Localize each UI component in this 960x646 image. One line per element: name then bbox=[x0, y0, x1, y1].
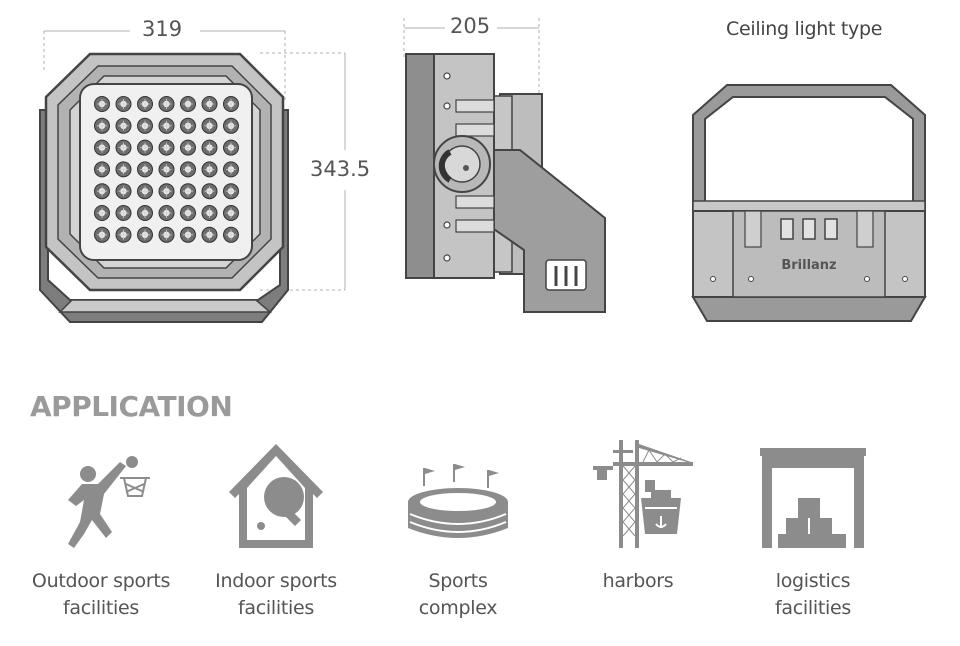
depth-dimension: 205 bbox=[446, 14, 495, 38]
warehouse-icon bbox=[760, 448, 866, 548]
ceiling-bracket bbox=[692, 84, 926, 214]
width-dimension: 319 bbox=[138, 17, 187, 41]
app-label-line2: facilities bbox=[238, 597, 314, 619]
app-label-line1: harbors bbox=[602, 570, 674, 592]
app-label-line1: Outdoor sports bbox=[31, 570, 171, 592]
stadium-icon bbox=[408, 464, 508, 538]
app-label-line2: facilities bbox=[775, 597, 851, 619]
app-label-line2: facilities bbox=[63, 597, 139, 619]
app-label-line1: logistics bbox=[775, 570, 851, 592]
ceiling-view-drawing: Brillanz bbox=[691, 84, 927, 322]
app-item-logistics: logistics facilities bbox=[728, 440, 898, 622]
height-dimension: 343.5 bbox=[306, 157, 375, 181]
table-tennis-icon bbox=[229, 444, 323, 548]
app-item-indoor-sports: Indoor sports facilities bbox=[191, 440, 361, 622]
app-item-outdoor-sports: Outdoor sports facilities bbox=[16, 440, 186, 622]
front-bracket bbox=[39, 109, 289, 323]
app-label-line1: Sports bbox=[428, 570, 488, 592]
led-array bbox=[94, 96, 239, 243]
brand-logo: Brillanz bbox=[781, 258, 836, 273]
front-view-drawing bbox=[39, 18, 540, 323]
ceiling-light-title: Ceiling light type bbox=[726, 18, 883, 40]
app-item-harbors: harbors bbox=[553, 440, 723, 595]
app-label-line2: complex bbox=[418, 597, 498, 619]
side-view-drawing bbox=[405, 53, 606, 313]
application-heading: APPLICATION bbox=[30, 390, 233, 423]
app-item-sports-complex: Sports complex bbox=[373, 440, 543, 622]
basketball-icon bbox=[68, 456, 150, 548]
app-label-line1: Indoor sports bbox=[215, 570, 337, 592]
harbor-crane-icon bbox=[593, 440, 693, 548]
